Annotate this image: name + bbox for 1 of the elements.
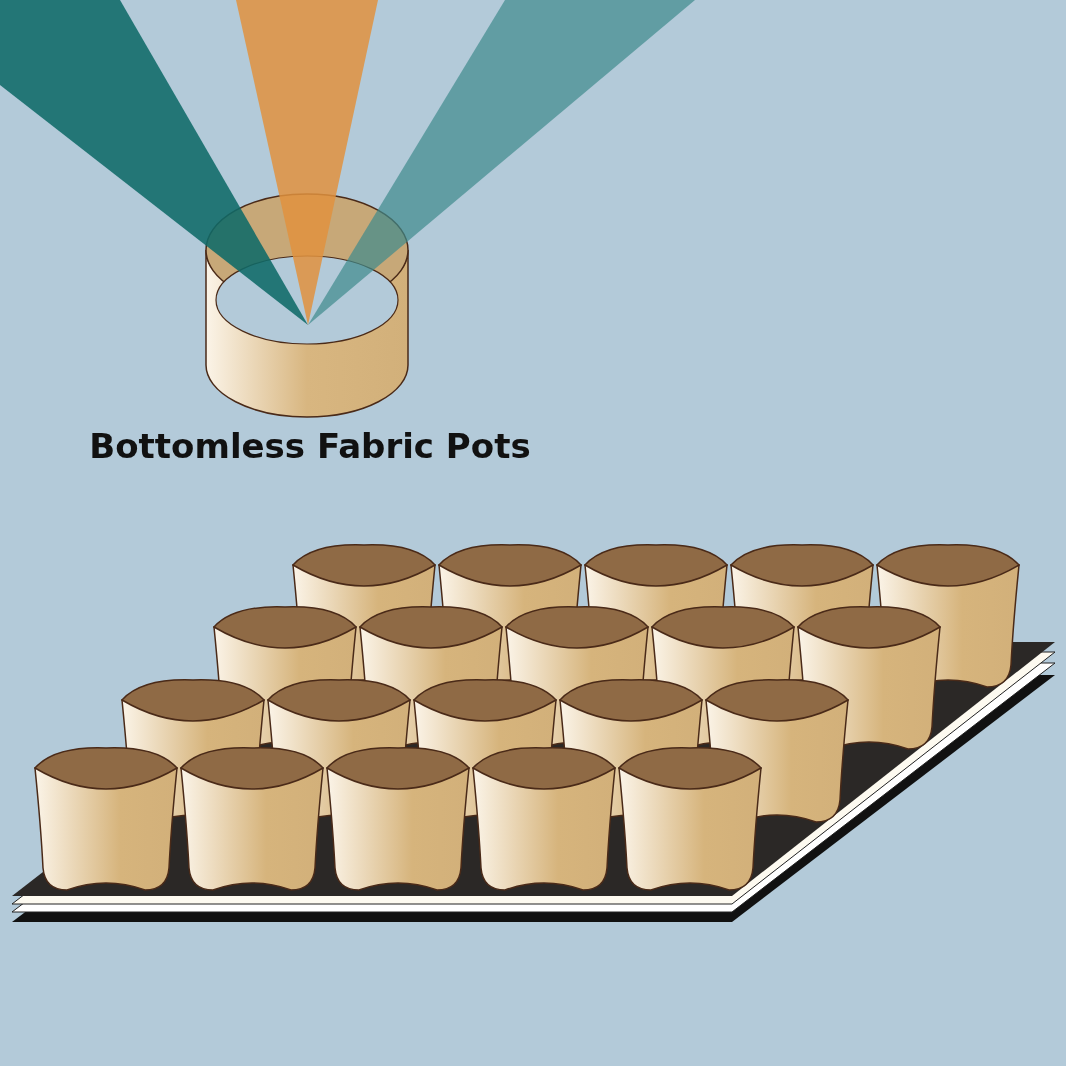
title-label: Bottomless Fabric Pots [89, 426, 531, 466]
